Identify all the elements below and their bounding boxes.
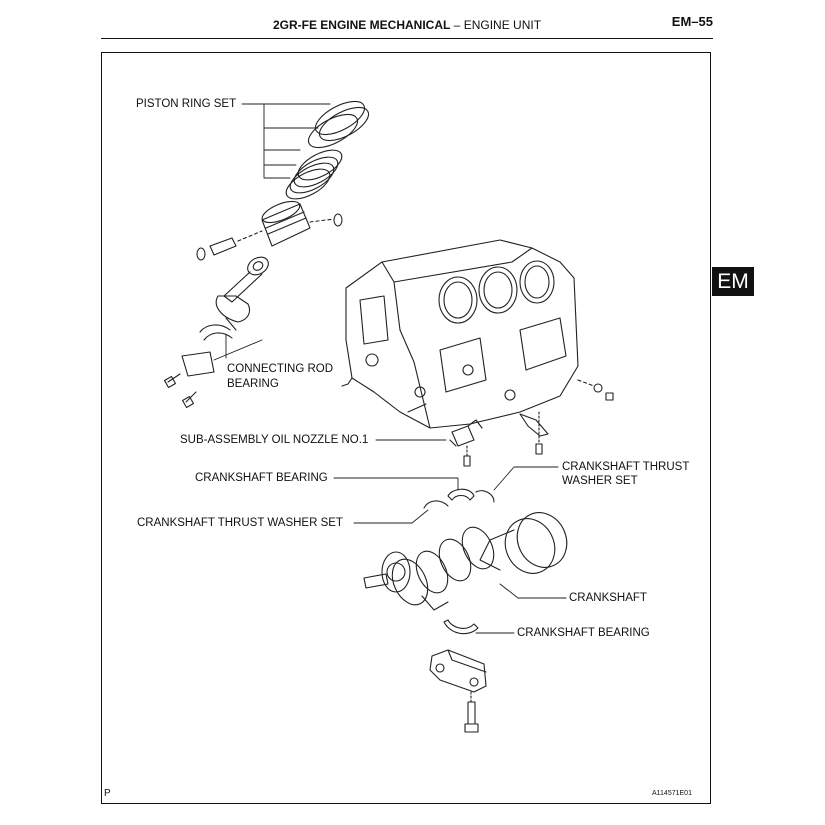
title-separator: –	[453, 18, 461, 32]
section-tab: EM	[712, 267, 754, 296]
bearing-cap-illustration	[429, 649, 487, 733]
crankshaft-bearing-lower-illustration	[443, 619, 479, 635]
section-title: 2GR-FE ENGINE MECHANICAL	[272, 18, 451, 32]
label-crankshaft-bearing-lower: CRANKSHAFT BEARING	[517, 627, 650, 639]
label-connecting-rod-bearing-line2: BEARING	[227, 378, 279, 390]
label-connecting-rod-bearing-line1: CONNECTING ROD	[227, 363, 334, 375]
label-crankshaft-bearing-upper: CRANKSHAFT BEARING	[195, 472, 328, 484]
figure-id: A114571E01	[652, 790, 692, 797]
piston-illustration	[196, 200, 343, 261]
label-thrust-washer-right-line1: CRANKSHAFT THRUST	[562, 461, 690, 473]
connecting-rod-illustration	[163, 256, 269, 409]
figure-frame	[101, 52, 711, 804]
page-number: EM–55	[671, 14, 713, 29]
page-header: 2GR-FE ENGINE MECHANICAL – ENGINE UNIT E…	[101, 14, 713, 39]
leader-lines	[213, 103, 567, 634]
label-thrust-washer-right-line2: WASHER SET	[562, 475, 638, 487]
crankshaft-bearing-upper-illustration	[423, 488, 495, 509]
label-oil-nozzle: SUB-ASSEMBLY OIL NOZZLE NO.1	[180, 434, 369, 446]
crankshaft-illustration	[363, 512, 568, 611]
cylinder-block-illustration	[341, 239, 614, 429]
piston-ring-illustration	[285, 100, 370, 200]
label-thrust-washer-left: CRANKSHAFT THRUST WASHER SET	[137, 517, 343, 529]
header-title: 2GR-FE ENGINE MECHANICAL – ENGINE UNIT	[101, 18, 713, 32]
oil-nozzle-illustration	[449, 411, 549, 467]
footer-mark: P	[104, 788, 111, 799]
label-piston-ring-set: PISTON RING SET	[136, 98, 237, 110]
subsection-title: ENGINE UNIT	[463, 18, 542, 32]
label-crankshaft: CRANKSHAFT	[569, 592, 647, 604]
